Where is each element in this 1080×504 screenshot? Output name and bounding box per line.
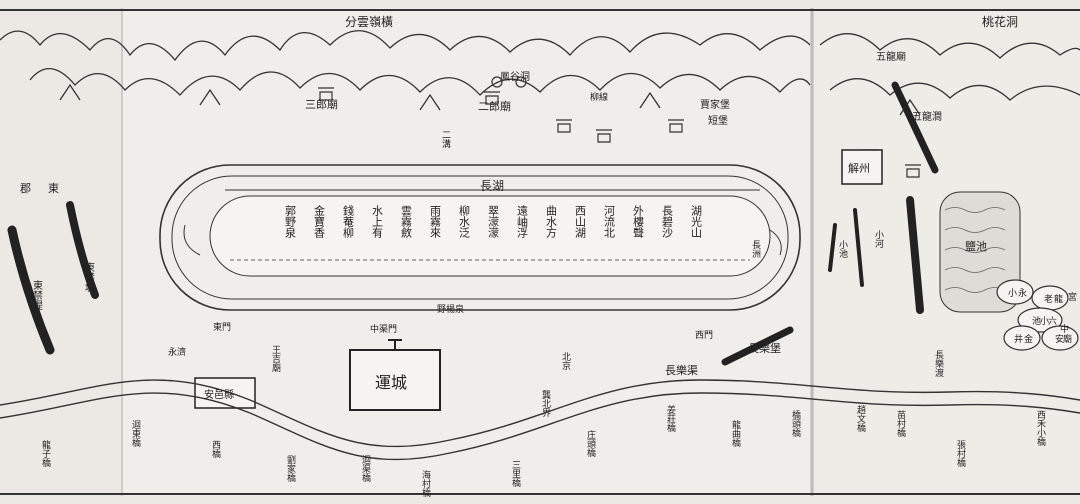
legend-labels: 小永老龍池小六宮井金安廟中 — [1008, 287, 1077, 345]
top-right-label: 桃花洞 — [982, 14, 1018, 29]
bridge-label: 姜莊橋 — [665, 404, 676, 433]
map-title: 分雲嶺橫 — [345, 15, 393, 29]
lake-name: 長湖 — [480, 178, 504, 193]
label-changle-fort: 長樂堡 — [748, 341, 781, 355]
bridge-label: 趙文橋 — [855, 404, 866, 433]
bridge-label: 張村橋 — [955, 440, 966, 468]
legend — [996, 279, 1079, 351]
label-jiaojia: 賈家堡 — [700, 98, 730, 111]
legend-char: 六 — [1048, 315, 1057, 327]
lake-text-column: 外樓聲 — [632, 205, 645, 239]
legend-char: 池 — [1032, 315, 1041, 327]
label-liuxian: 柳線 — [590, 91, 608, 103]
label-duanbao: 短堡 — [708, 114, 728, 127]
lake-text-column: 湖光山 — [690, 205, 703, 238]
legend-char: 小 — [1008, 288, 1017, 299]
bridge-label: 劉家橋 — [285, 454, 296, 483]
label-west-dike: 東禁堤 — [83, 261, 95, 293]
bridge-label: 苗村橋 — [895, 410, 906, 438]
lake-text-column: 西山湖 — [574, 205, 587, 239]
label-salt-lake: 鹽池 — [965, 239, 987, 253]
legend-char: 廟 — [1063, 333, 1072, 345]
legend-char: 宮 — [1068, 291, 1077, 303]
label-xiaohe: 小河 — [873, 230, 884, 248]
lake-inscription: 郭野泉 金寶香 錢菴柳 水上有 雲霧斂 雨霧來 柳水泛 翠濛濛 遠岫浮 曲水方 西山湖 河流北 外樓聲 長… — [284, 204, 703, 239]
bridge-label: 迴渠橋 — [360, 455, 371, 483]
legend-char: 老 — [1044, 293, 1053, 305]
label-xiao-lake: 小池 — [837, 240, 848, 258]
lake-text-column: 河流北 — [603, 205, 616, 238]
canal — [0, 379, 1080, 461]
legend-char: 小 — [1040, 316, 1049, 327]
yuncheng-city — [349, 339, 441, 411]
bridge-label: 龍曲橋 — [730, 419, 741, 448]
legend-char: 安 — [1055, 333, 1064, 345]
bridge-label: 橋頭橋 — [790, 409, 801, 438]
legend-char: 金 — [1024, 333, 1033, 345]
label-ergou: 二溝 — [440, 130, 451, 149]
bridge-label: 龍子橋 — [40, 439, 51, 468]
label-gongbei: 龔北界 — [540, 389, 551, 418]
lake-text-column: 郭野泉 — [284, 205, 297, 238]
legend-char: 中 — [1060, 323, 1069, 335]
river-label: 長樂渠 — [665, 363, 698, 377]
lake-text-column: 金寶香 — [313, 204, 326, 239]
label-zhongjiu: 中渠門 — [370, 323, 397, 335]
lake-text-column: 雲霧斂 — [400, 205, 413, 239]
label-east-dike: 東禁隄 — [31, 279, 43, 310]
label-changle-river: 長樂渡 — [933, 350, 944, 378]
lake-text-column: 曲水方 — [545, 205, 558, 238]
west-label-1: 東 — [48, 182, 59, 195]
jiezhou-city — [841, 149, 883, 185]
legend-char: 井 — [1014, 333, 1023, 345]
label-ximen: 西門 — [695, 330, 713, 341]
mountain-range — [0, 30, 1080, 116]
legend-char: 龍 — [1054, 293, 1063, 305]
label-sanlang: 三郎廟 — [305, 97, 338, 111]
lake-text-column: 長碧沙 — [661, 205, 674, 238]
lake — [159, 164, 801, 311]
label-erlang: 二郎廟 — [478, 99, 511, 113]
lake-text-column: 水上有 — [371, 205, 384, 239]
legend-char: 永 — [1018, 287, 1027, 299]
label-wulong-river: 五龍澗 — [912, 110, 942, 123]
label-beijing: 北京 — [560, 352, 571, 371]
anyi-city — [194, 377, 256, 409]
west-dikes — [7, 81, 939, 366]
bridge-label: 迴東橋 — [130, 420, 141, 448]
bridge-label: 西禾小橋 — [1035, 410, 1046, 447]
lake-text-column: 翠濛濛 — [487, 205, 500, 238]
lake-text-column: 錢菴柳 — [342, 204, 355, 238]
lake-text-column: 遠岫浮 — [516, 205, 529, 238]
lake-text-column: 柳水泛 — [458, 204, 471, 238]
label-wangji: 王吉廟 — [270, 345, 281, 373]
label-wulong: 五龍廟 — [876, 50, 906, 63]
label-changzhou: 長洲 — [750, 240, 761, 258]
bridge-label: 庄頭橋 — [585, 429, 596, 458]
bridge-label: 三里橋 — [510, 460, 521, 488]
label-yuncheng: 運城 — [375, 373, 407, 392]
label-jiezhou: 解州 — [848, 161, 870, 175]
bridge-label: 西橋 — [210, 440, 221, 459]
label-east-gate: 東門 — [213, 321, 231, 333]
bridge-label: 海村橋 — [420, 469, 431, 498]
lake-text-column: 雨霧來 — [429, 205, 442, 239]
label-fengjiao: 鳳谷洞 — [500, 71, 530, 83]
label-yongji: 永濟 — [168, 346, 186, 358]
label-yeyang: 野楊泉 — [437, 303, 464, 315]
salt-lake — [939, 191, 1021, 313]
west-label-2: 郡 — [20, 182, 31, 195]
